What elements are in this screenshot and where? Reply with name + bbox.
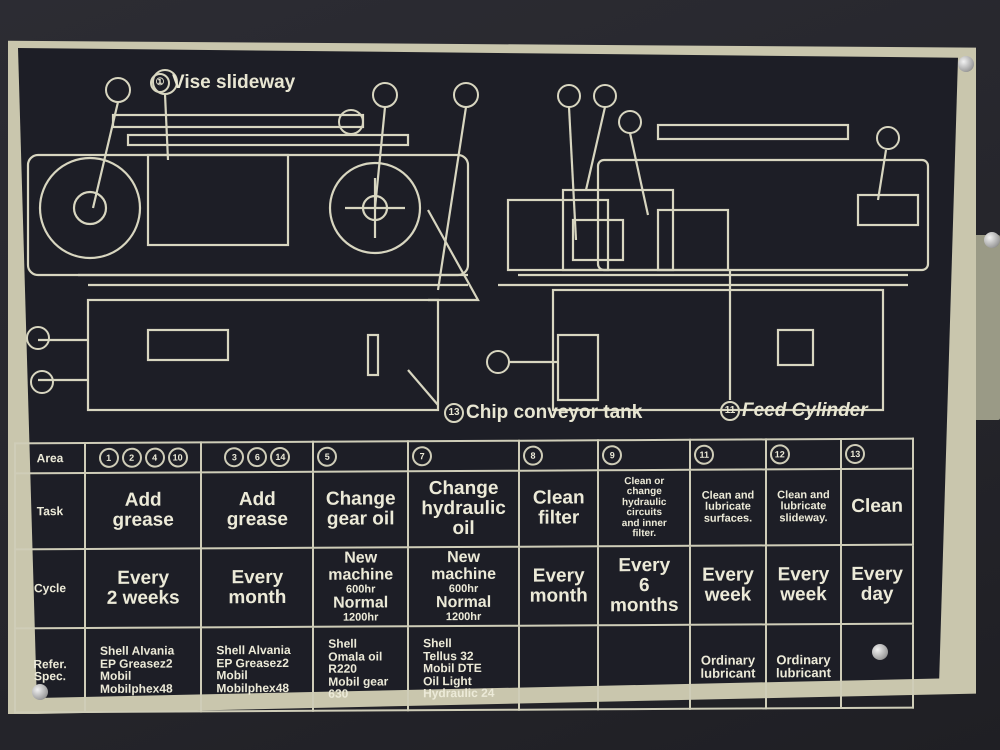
rivet: [984, 232, 1000, 248]
area-cell: 9: [598, 439, 691, 471]
row-header-task: Task: [15, 472, 85, 550]
area-number-icon: 1: [98, 447, 119, 468]
maintenance-schedule-table: Area 1 2 4 10 3 6 14 5 7 8 9 11 12 13 Ta…: [14, 438, 914, 714]
spec-cell-empty: [519, 625, 599, 711]
area-cell: 1 2 4 10: [85, 442, 202, 473]
row-header-area: Area: [15, 442, 85, 474]
spec-cell-empty: [598, 625, 691, 710]
area-row: Area 1 2 4 10 3 6 14 5 7 8 9 11 12 13: [15, 438, 913, 474]
area-number-icon: 11: [694, 444, 715, 465]
callout-number-icon: 11: [720, 400, 740, 421]
area-cell: 7: [408, 440, 520, 472]
callout-number-icon: 13: [444, 402, 464, 423]
area-cell: 12: [765, 439, 842, 470]
row-header-spec: Refer.Spec.: [15, 628, 85, 713]
area-number-icon: 14: [270, 446, 291, 468]
rivet: [958, 56, 974, 72]
area-number-icon: 2: [121, 447, 142, 468]
rivet: [872, 644, 888, 660]
area-number-icon: 4: [144, 447, 165, 468]
rivet: [32, 684, 48, 700]
area-number-icon: 12: [769, 444, 790, 465]
machine-diagram: [26, 69, 930, 412]
row-header-cycle: Cycle: [15, 548, 85, 629]
maintenance-plate: [18, 48, 958, 698]
area-cell: 8: [519, 440, 599, 471]
area-cell: 11: [690, 439, 766, 470]
area-cell: 3 6 14: [201, 441, 314, 473]
area-number-icon: 10: [167, 447, 188, 468]
area-cell: 13: [841, 438, 913, 470]
area-number-icon: 6: [247, 447, 268, 468]
area-number-icon: 5: [317, 446, 338, 467]
spec-cell-empty: [841, 624, 913, 709]
area-cell: 5: [313, 441, 409, 472]
task-cell: Clean: [841, 468, 913, 546]
area-number-icon: 9: [602, 445, 623, 466]
callout-number-icon: ①: [150, 72, 170, 93]
area-number-icon: 7: [412, 446, 433, 467]
area-number-icon: 3: [224, 447, 245, 468]
area-number-icon: 8: [523, 445, 544, 466]
area-number-icon: 13: [845, 443, 866, 465]
